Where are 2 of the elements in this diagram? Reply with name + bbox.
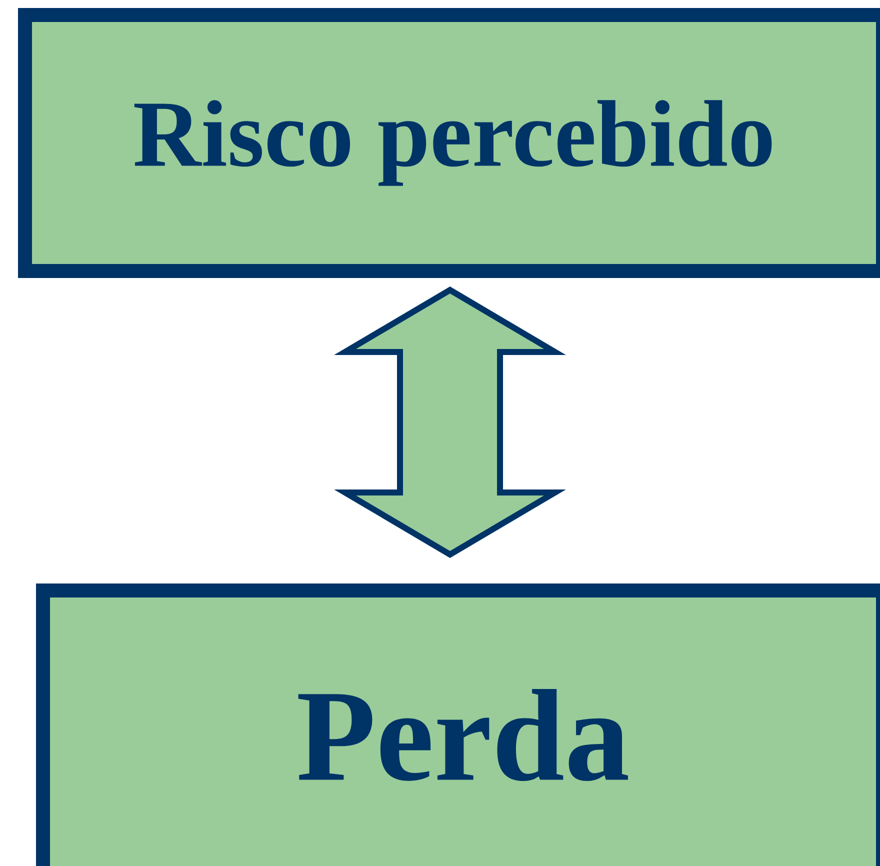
process-box: Risco percebido (18, 8, 880, 278)
process-box: Perda (36, 583, 880, 866)
